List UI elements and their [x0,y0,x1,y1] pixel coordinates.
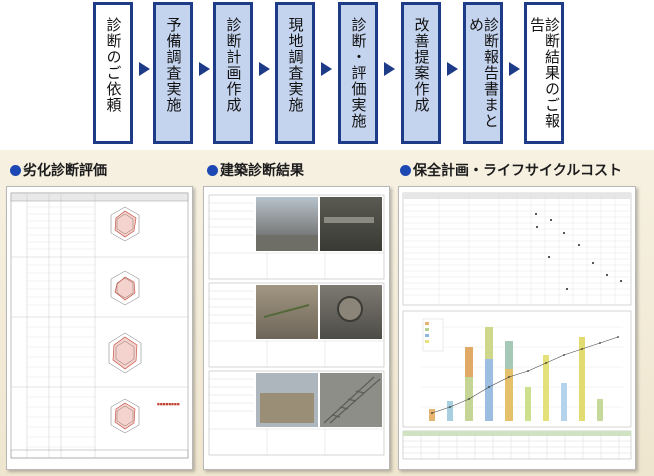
step-label: 現地調査実施 [286,17,305,113]
section-title-building: 建築診断結果 [207,160,304,180]
flow-arrow-icon [259,62,270,76]
step-report-summary: 診断報告書まとめ [463,2,503,144]
step-label: 診断のご依頼 [104,17,123,113]
step-site-survey: 現地調査実施 [275,2,315,144]
step-request: 診断のご依頼 [93,2,133,144]
flow-arrow-icon [199,62,210,76]
building-results-graphic [208,194,385,456]
step-label: 診断計画作成 [224,17,243,113]
step-label: 予備調査実施 [164,17,183,113]
section-title-degradation: 劣化診断評価 [10,160,107,180]
step-label: 診断報告書まとめ [467,17,500,129]
flow-arrow-icon [447,62,458,76]
process-flow: 診断のご依頼 予備調査実施 診断計画作成 現地調査実施 診断・評価実施 改善提案… [0,0,654,150]
degradation-sheet-thumbnail: ■■■■■■■■ [6,186,193,470]
bullet-icon [400,164,411,176]
step-report-delivery: 診断結果のご報告 [524,2,564,144]
section-title-lifecycle: 保全計画・ライフサイクルコスト [400,160,622,180]
flow-arrow-icon [321,62,332,76]
step-label: 改善提案作成 [412,17,431,113]
step-preliminary-survey: 予備調査実施 [153,2,193,144]
svg-text:■■■■■■■■: ■■■■■■■■ [157,402,180,406]
step-evaluation: 診断・評価実施 [338,2,378,144]
flow-arrow-icon [139,62,150,76]
lifecycle-cost-graphic [402,192,632,460]
step-label: 診断・評価実施 [349,17,368,129]
bullet-icon [10,164,21,176]
bullet-icon [207,164,218,176]
flow-arrow-icon [509,62,520,76]
degradation-sheet-graphic: ■■■■■■■■ [10,192,189,459]
step-plan: 診断計画作成 [213,2,253,144]
step-label: 診断結果のご報告 [528,17,561,129]
lifecycle-cost-thumbnail [398,186,636,470]
building-results-thumbnail [203,186,390,470]
step-proposal: 改善提案作成 [401,2,441,144]
flow-arrow-icon [384,62,395,76]
